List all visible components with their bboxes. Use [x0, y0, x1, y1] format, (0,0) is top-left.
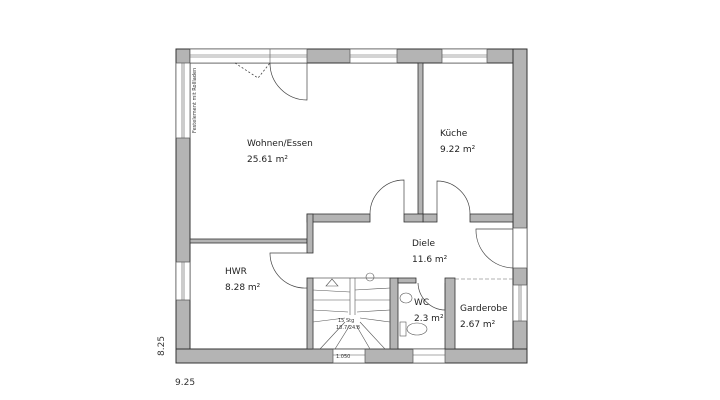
room-name: Wohnen/Essen	[247, 139, 313, 149]
dimension-width: 9.25	[175, 378, 195, 388]
outer-walls	[175, 48, 528, 364]
room-name: WC	[414, 298, 429, 308]
room-name: Diele	[412, 239, 435, 249]
room-name: Küche	[440, 129, 468, 139]
stairs	[312, 272, 391, 350]
room-area: 2.67 m²	[460, 320, 496, 330]
stairs-steps: 15 Stg	[338, 318, 354, 324]
dimension-height: 8.25	[157, 336, 167, 356]
room-area: 25.61 m²	[247, 155, 288, 165]
room-name: Garderobe	[460, 304, 508, 314]
room-area: 8.28 m²	[225, 283, 261, 293]
toilet	[399, 292, 428, 337]
room-name: HWR	[225, 267, 247, 277]
interior-walls	[189, 62, 514, 350]
stairs-ratio: 18.7/24.8	[336, 325, 360, 331]
windows	[175, 48, 528, 364]
window-note: Festelement mit Rollladen	[192, 68, 198, 133]
room-area: 2.3 m²	[414, 314, 444, 324]
room-area: 9.22 m²	[440, 145, 476, 155]
window-size: 1.050	[336, 354, 350, 360]
room-area: 11.6 m²	[412, 255, 448, 265]
doors	[234, 62, 514, 311]
